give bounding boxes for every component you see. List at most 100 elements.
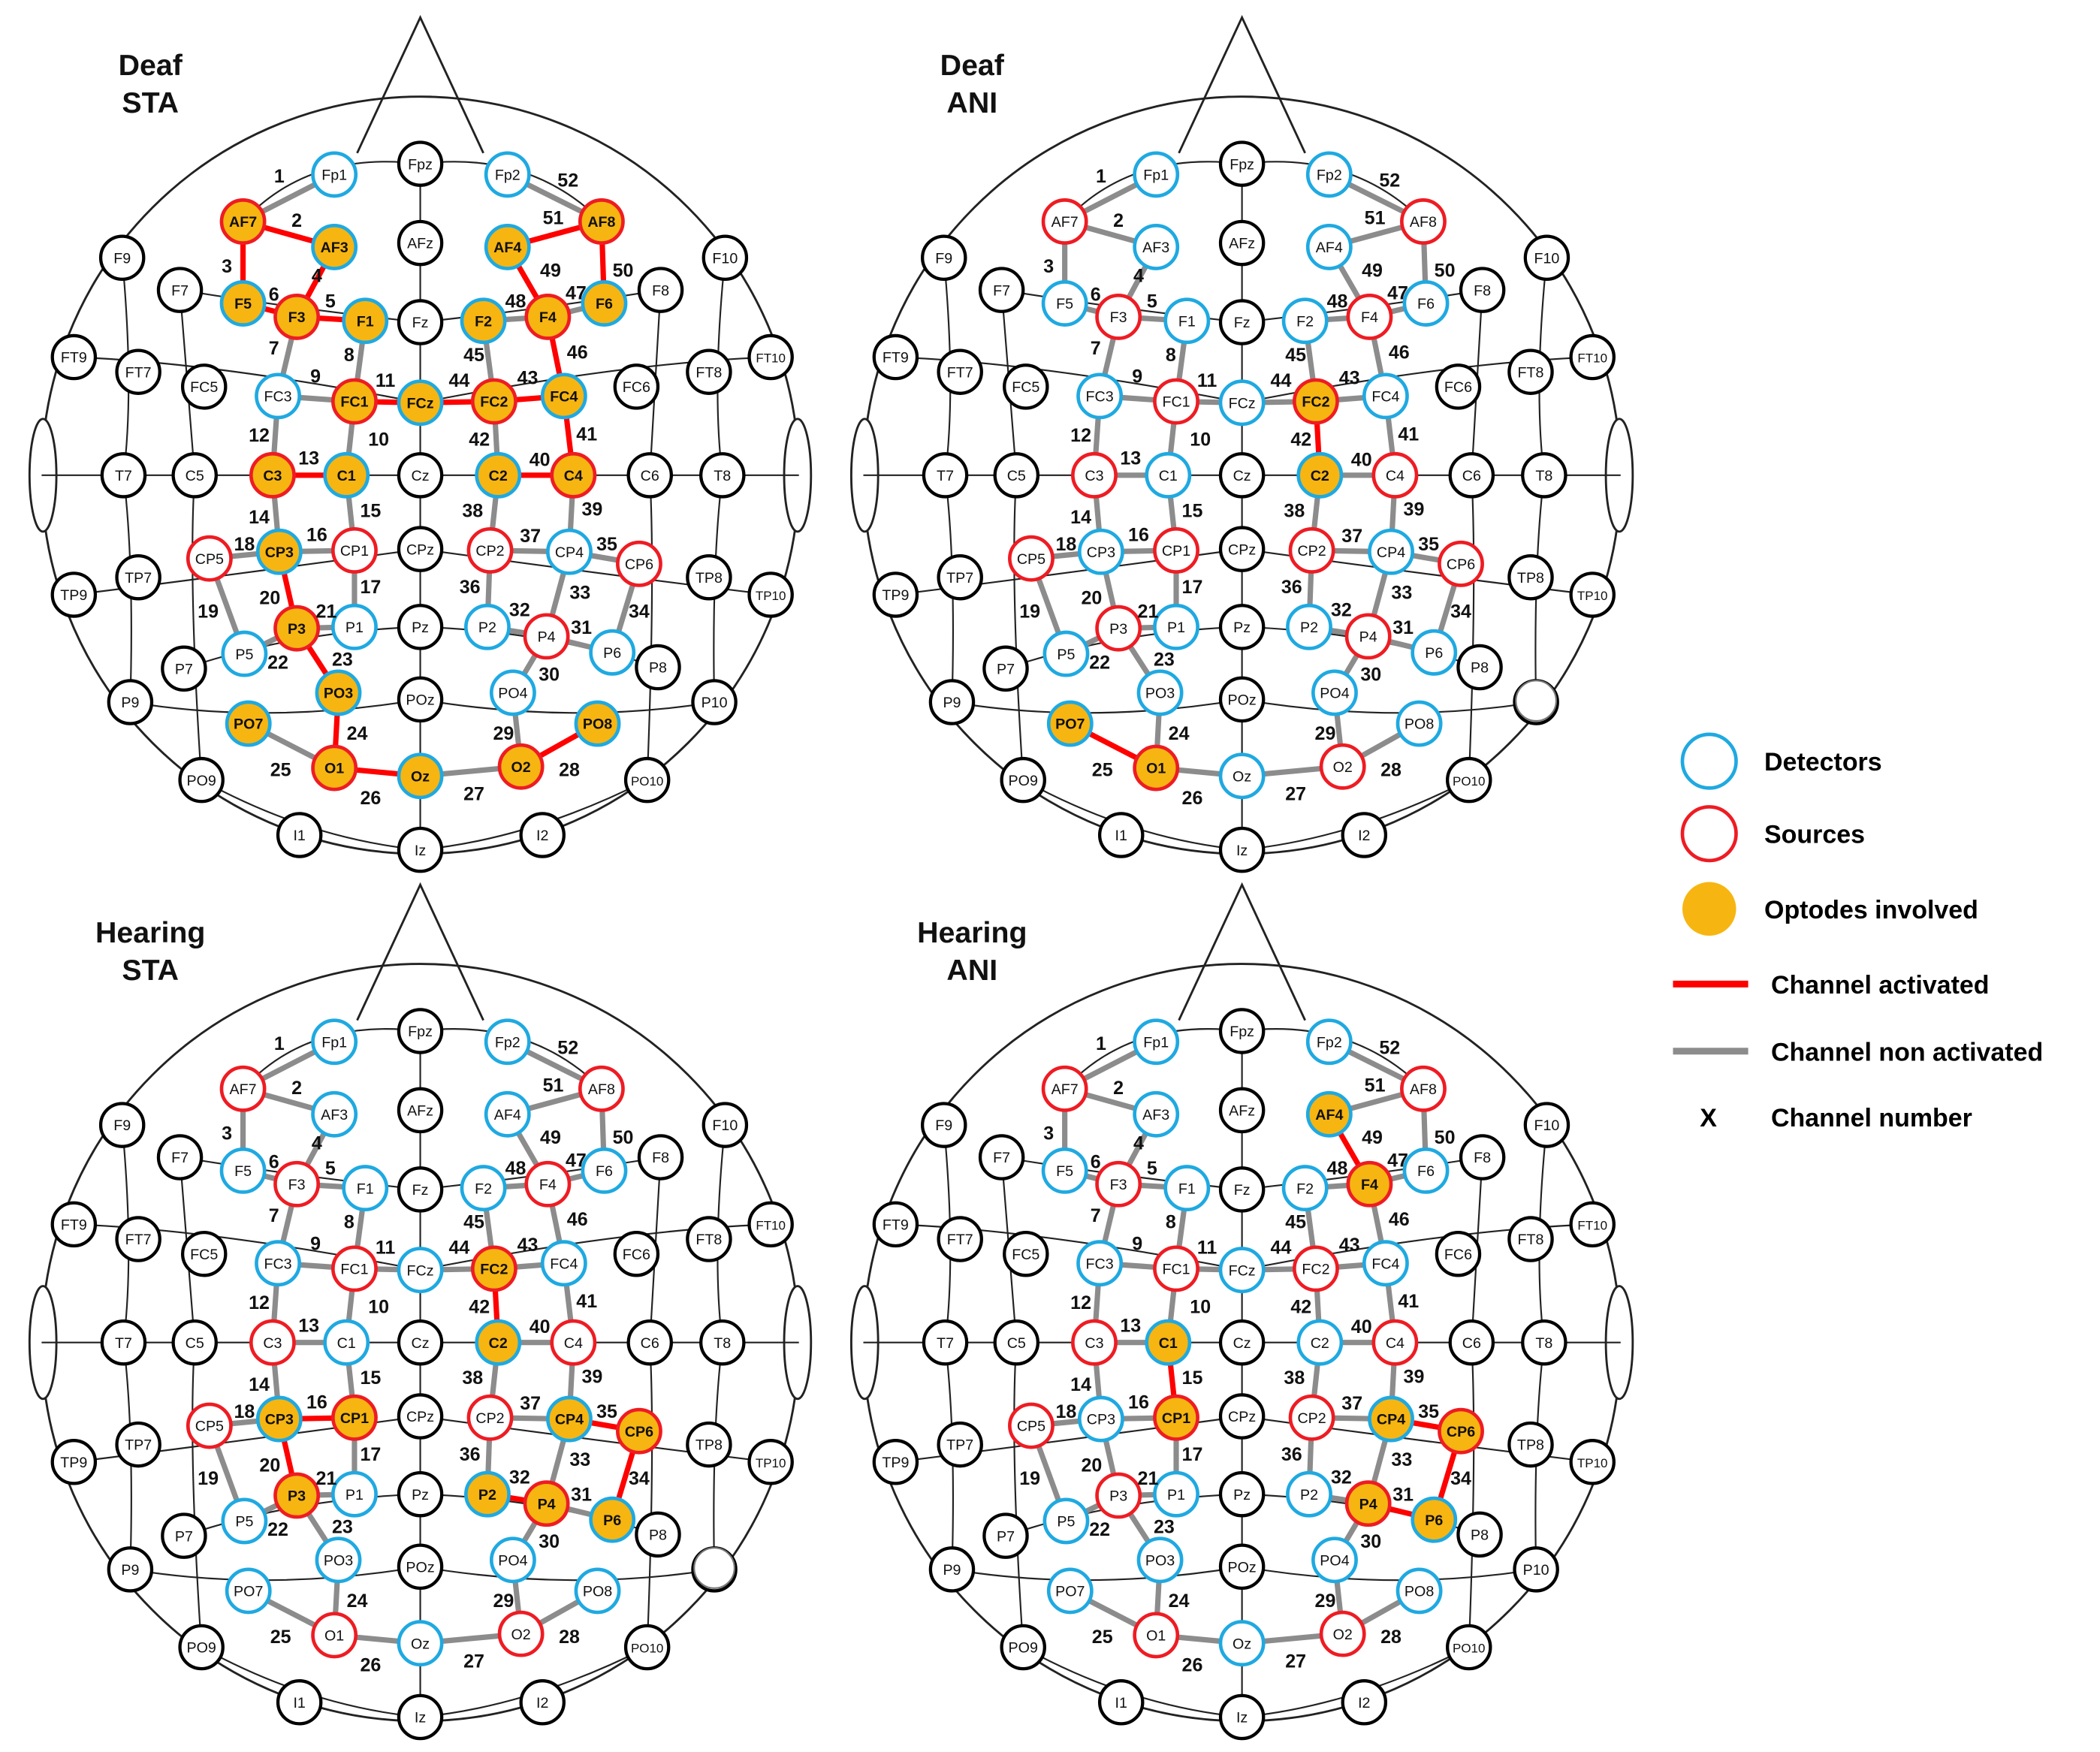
optode-o2-marker [1319,1610,1366,1657]
optode-fz-marker [397,1166,444,1213]
optode-oz-label: Oz [411,1636,430,1652]
channel-4-number: 4 [312,265,322,286]
optode-cp4-label: CP4 [555,1412,584,1428]
optode-c1: C1 [1145,451,1192,499]
optode-o2-label: O2 [511,759,531,776]
channel-47-number: 47 [566,1150,587,1172]
optode-c5: C5 [171,1319,218,1366]
optode-f8-label: F8 [652,1150,669,1166]
optode-fc5-label: FC5 [190,379,218,396]
channel-23-number: 23 [332,1517,353,1538]
optode-p5-marker [1042,1497,1090,1545]
optode-cpz-marker [397,1393,444,1440]
optode-p5-label: P5 [235,1514,253,1530]
optode-p5-label: P5 [235,647,253,663]
optode-tp9-marker [872,1439,919,1485]
optode-f10: F10 [1523,1102,1570,1148]
optode-f2-label: F2 [1296,313,1314,330]
optode-fc5: FC5 [180,363,228,410]
optode-tp10-marker [747,1439,794,1485]
optode-fp2-label: Fp2 [1317,167,1342,184]
channel-35-number: 35 [596,1401,617,1422]
optode-po10-marker [1445,756,1492,804]
optode-f10-marker [1523,1102,1570,1148]
optode-af7-label: AF7 [230,1081,257,1098]
optode-i2-label: I2 [536,1695,548,1711]
optode-af4-label: AF4 [1316,240,1343,256]
channel-1-number: 1 [1096,166,1106,187]
optode-cp1-marker [1153,527,1199,574]
optode-cp3: CP3 [255,1395,303,1443]
optode-cz-label: Cz [412,1335,430,1352]
optode-i2: I2 [519,812,566,858]
optode-f5-marker [219,1147,267,1194]
channel-16-number: 16 [1128,1392,1149,1413]
optode-p4: P4 [523,1480,570,1527]
optode-afz-label: AFz [1229,236,1255,252]
channel-18-number: 18 [1056,534,1077,555]
optode-po3-label: PO3 [324,686,353,702]
optode-fc2-label: FC2 [1302,394,1329,411]
optode-c3-marker [1071,451,1118,499]
optode-c1: C1 [323,451,370,499]
optode-ft8: FT8 [686,1216,732,1262]
optode-fc1-label: FC1 [340,394,368,411]
optode-p9-marker [107,679,154,725]
optode-af8-label: AF8 [1410,1081,1437,1098]
optode-cp5: CP5 [1008,535,1055,582]
optode-f4: F4 [1346,293,1393,340]
optode-p5-label: P5 [1057,1514,1075,1530]
optode-po3: PO3 [1136,1536,1184,1584]
channel-50-number: 50 [613,1127,634,1148]
optode-oz: Oz [397,752,444,800]
optode-tp7: TP7 [115,1421,161,1468]
optode-tp8-marker [1507,553,1554,601]
optode-fc3-label: FC3 [1086,389,1114,406]
optode-p9: P9 [107,1546,154,1593]
optode-fc2-label: FC2 [1302,1262,1329,1278]
optode-i1-marker [1097,812,1145,858]
optode-p7-marker [161,645,207,692]
channel-33-number: 33 [1391,1449,1412,1470]
optode-f4-marker [524,1160,572,1208]
optode-fp2-marker [1305,151,1353,198]
channel-24-number: 24 [347,1591,368,1612]
optode-af8-marker [1400,198,1447,245]
channel-26-number: 26 [360,788,381,809]
optode-p2-marker [464,603,511,650]
optode-p7: P7 [161,645,207,692]
optode-po7: PO7 [1046,1567,1094,1615]
optode-po3-label: PO3 [1145,1552,1175,1569]
channel-12-number: 12 [1070,425,1091,446]
channel-40-number: 40 [1351,1316,1372,1337]
optode-p6: P6 [1411,1496,1458,1543]
optode-p6-marker [1411,629,1458,676]
channel-19-number: 19 [198,1468,219,1489]
optode-p3-marker [1095,1472,1142,1519]
optode-af3: AF3 [311,1090,358,1138]
optode-cp4-marker [546,1395,593,1443]
channel-7-number: 7 [269,338,279,359]
optode-o1: O1 [1133,744,1180,792]
channel-39-number: 39 [1404,1366,1425,1387]
legend-optodes-involved-label: Optodes involved [1764,896,1978,924]
optode-fc4-marker [540,372,587,420]
optode-f2-label: F2 [475,1181,492,1197]
optode-afz-label: AFz [407,1103,433,1120]
optode-c3-marker [1071,1319,1118,1366]
optode-af7-marker [219,1065,267,1112]
optode-p8: P8 [635,1511,681,1558]
optode-po3-label: PO3 [1145,686,1175,702]
channel-49-number: 49 [1362,260,1383,281]
optode-o2-label: O2 [1333,1627,1353,1643]
channel-34-number: 34 [1450,1468,1471,1489]
optode-iz-label: Iz [1236,1710,1248,1726]
optode-afz-marker [397,1087,444,1134]
optode-c6-label: C6 [1462,1335,1481,1352]
optode-cp4: CP4 [546,1395,593,1443]
optode-cpz-label: CPz [406,541,434,558]
nose-outline [1178,14,1306,154]
optode-fc4: FC4 [540,372,587,420]
optode-oz-label: Oz [411,768,430,785]
optode-oz-marker [397,1620,444,1667]
